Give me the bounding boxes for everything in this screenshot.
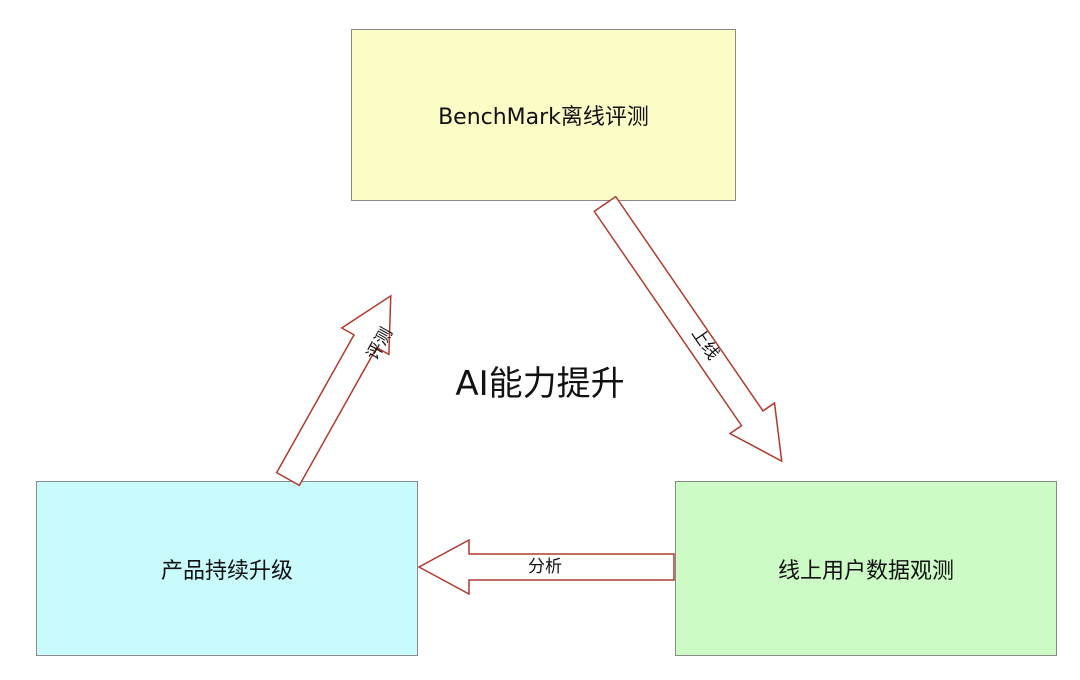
node-product-upgrade: 产品持续升级 [36, 481, 418, 656]
arrow-analyze-shape [417, 538, 675, 596]
node-online-user-data-label: 线上用户数据观测 [777, 558, 954, 584]
node-benchmark-label: BenchMark离线评测 [438, 105, 649, 130]
center-title: AI能力提升 [455, 363, 625, 404]
arrow-go-online-shape [593, 195, 783, 463]
arrow-evaluate: 评测 [275, 294, 397, 487]
node-benchmark-offline-eval: BenchMark离线评测 [351, 29, 736, 201]
arrow-evaluate-shape [275, 294, 392, 487]
node-online-user-data: 线上用户数据观测 [675, 481, 1057, 656]
arrow-analyze-label: 分析 [528, 557, 562, 577]
node-product-upgrade-label: 产品持续升级 [160, 558, 293, 584]
arrow-analyze: 分析 [417, 538, 675, 596]
arrow-go-online: 上线 [593, 195, 783, 463]
